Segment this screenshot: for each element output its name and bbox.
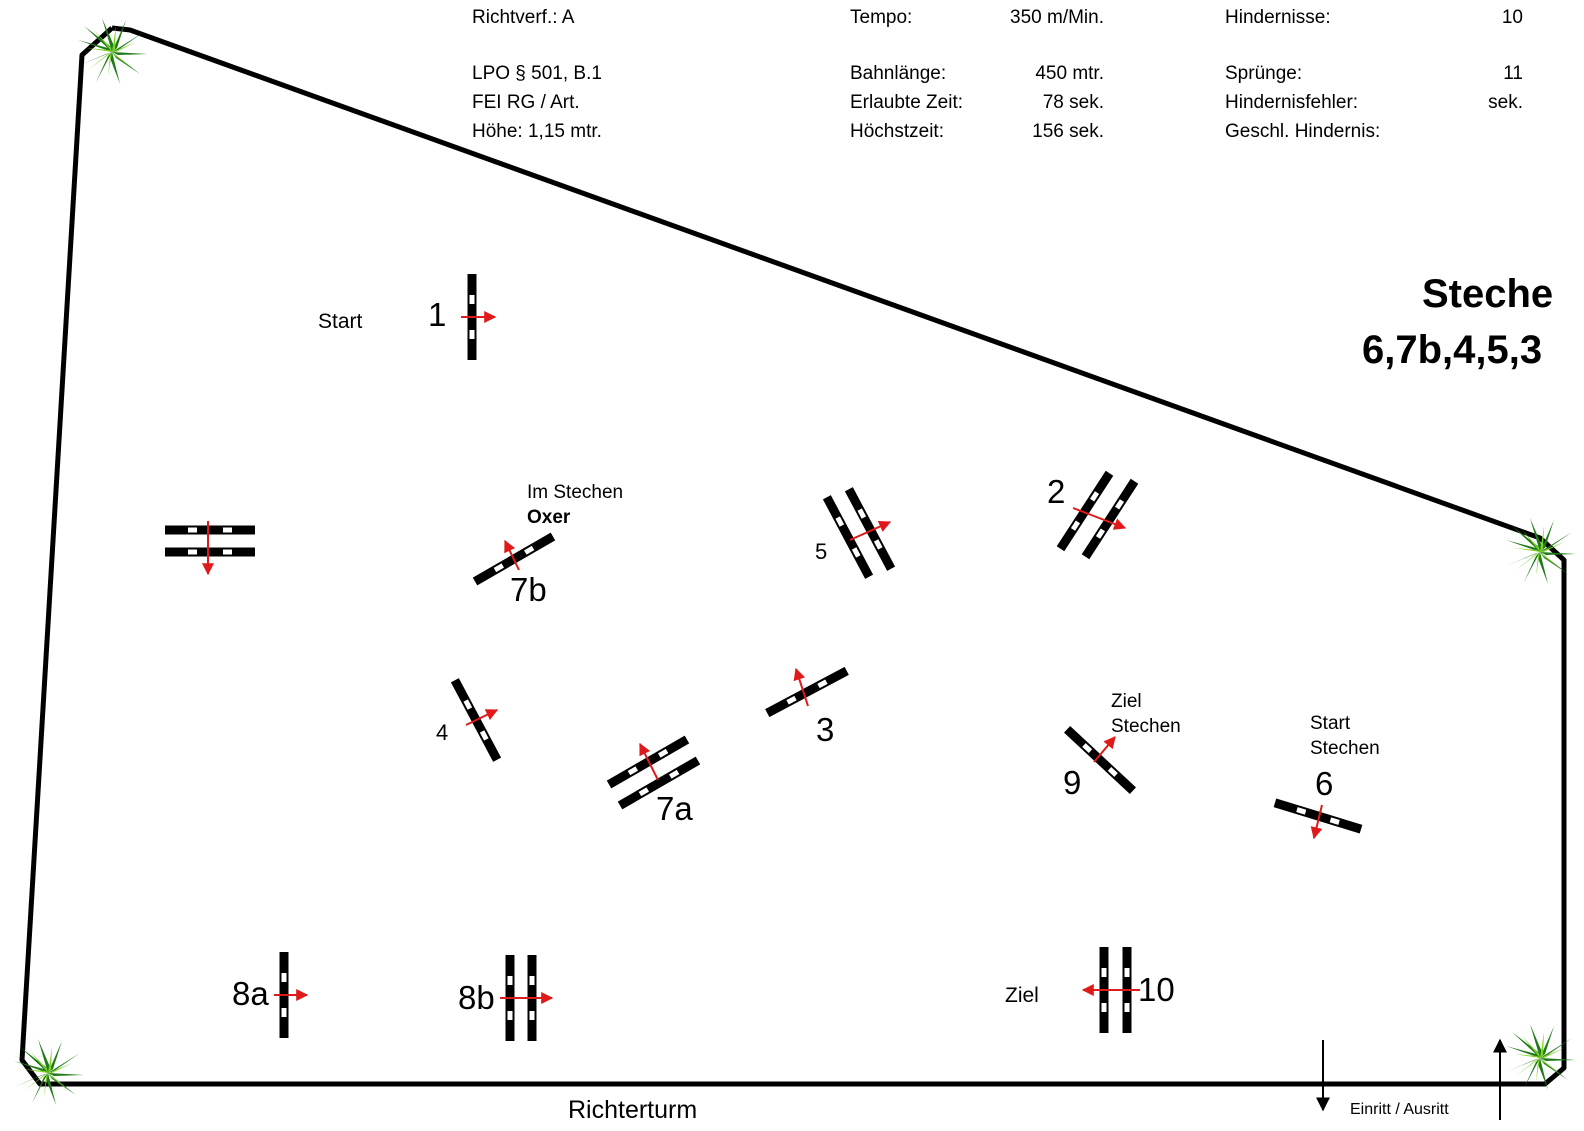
richterturm-label: Richterturm	[568, 1096, 697, 1124]
obstacle-unnumbered	[165, 521, 255, 576]
erlaubte-zeit-label: Erlaubte Zeit:	[850, 92, 963, 113]
obstacle-7b-number: 7b	[510, 571, 547, 608]
tempo-value: 350 m/Min.	[1010, 7, 1104, 28]
arena-boundary	[19, 25, 1567, 1087]
richtverfahren: Richtverf.: A	[472, 7, 575, 28]
obstacle-7b: 7b	[472, 532, 556, 608]
obstacle-7a-number: 7a	[656, 790, 693, 827]
obstacle-6-number: 6	[1315, 765, 1333, 802]
obstacle-8a: 8a	[232, 952, 309, 1038]
fei: FEI RG / Art.	[472, 92, 580, 113]
hindernisse-value: 10	[1502, 7, 1523, 28]
obstacle-10-number: 10	[1138, 971, 1175, 1008]
obstacle-8b: 8b	[458, 955, 554, 1041]
ziel-label: Ziel	[1005, 984, 1039, 1007]
geschl-hindernis-label: Geschl. Hindernis:	[1225, 121, 1380, 142]
hindernisfehler-value: sek.	[1488, 92, 1523, 113]
start-stechen-label-1: Start	[1310, 713, 1351, 734]
obstacle-10: 10	[1081, 947, 1175, 1033]
obstacle-6: 6	[1273, 765, 1363, 840]
hindernisfehler-label: Hindernisfehler:	[1225, 92, 1358, 113]
ziel-stechen-label-1: Ziel	[1111, 691, 1142, 712]
obstacle-3: 3	[765, 666, 849, 748]
ziel-stechen-label-2: Stechen	[1111, 716, 1181, 737]
oxer-label: Oxer	[527, 507, 571, 528]
obstacle-5: 5	[815, 487, 896, 579]
hoechstzeit-value: 156 sek.	[1032, 121, 1104, 142]
obstacle-3-number: 3	[816, 711, 834, 748]
tempo-label: Tempo:	[850, 7, 912, 28]
start-stechen-label-2: Stechen	[1310, 738, 1380, 759]
einritt-label: Einritt / Ausritt	[1350, 1101, 1449, 1118]
spruenge-label: Sprünge:	[1225, 63, 1302, 84]
obstacle-8b-number: 8b	[458, 979, 495, 1016]
hoechstzeit-label: Höchstzeit:	[850, 121, 944, 142]
obstacle-4-number: 4	[436, 720, 448, 745]
stechen-sequence: 6,7b,4,5,3	[1362, 328, 1542, 372]
obstacle-7a: 7a	[606, 735, 701, 827]
bahnlaenge-value: 450 mtr.	[1035, 63, 1104, 84]
obstacle-8a-number: 8a	[232, 975, 269, 1012]
obstacle-1-number: 1	[428, 296, 446, 333]
obstacle-9: 9	[1063, 726, 1136, 801]
hoehe: Höhe: 1,15 mtr.	[472, 121, 602, 142]
bahnlaenge-label: Bahnlänge:	[850, 63, 946, 84]
obstacle-4: 4	[436, 678, 502, 762]
start-label: Start	[318, 310, 363, 333]
obstacle-2-number: 2	[1047, 473, 1065, 510]
obstacle-1: 1	[428, 274, 497, 360]
lpo: LPO § 501, B.1	[472, 63, 602, 84]
stechen-title: Steche	[1422, 272, 1553, 316]
hindernisse-label: Hindernisse:	[1225, 7, 1331, 28]
obstacle-9-number: 9	[1063, 764, 1081, 801]
spruenge-value: 11	[1503, 63, 1523, 84]
erlaubte-zeit-value: 78 sek.	[1043, 92, 1104, 113]
im-stechen-label: Im Stechen	[527, 482, 623, 503]
obstacle-5-number: 5	[815, 539, 827, 564]
obstacle-2: 2	[1047, 470, 1139, 560]
